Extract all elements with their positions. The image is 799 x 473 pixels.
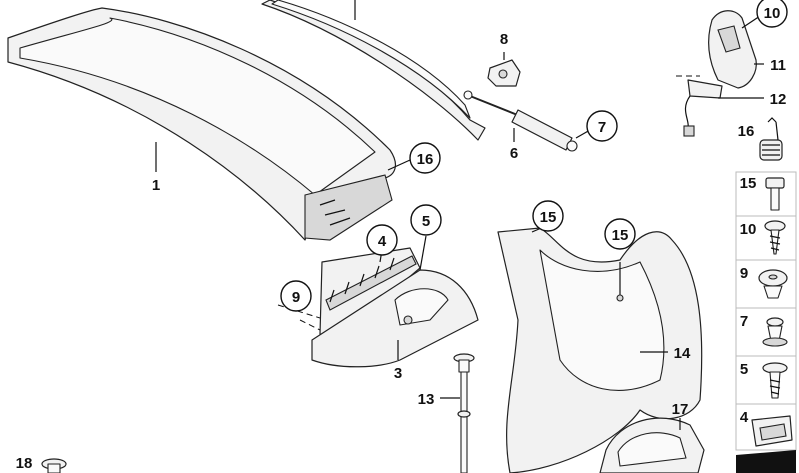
- callout-7-label: 7: [598, 119, 606, 136]
- callout-18: 18: [16, 455, 33, 472]
- callout-3: 3: [394, 365, 402, 382]
- screw-icon: [764, 220, 786, 255]
- cover-panel: [7, 7, 397, 241]
- callout-16-label: 16: [417, 151, 434, 168]
- callout-10-label: 10: [764, 5, 781, 22]
- callout-16: 16: [387, 142, 441, 174]
- latch-bracket: [676, 10, 764, 137]
- callout-6-label: 6: [510, 145, 518, 162]
- gas-strut: [463, 90, 591, 152]
- bolt-washer-icon: [762, 362, 788, 399]
- legend-tile-5: [735, 355, 797, 405]
- washer-nut-icon: [758, 269, 788, 299]
- callout-12: 12: [770, 91, 787, 108]
- callout-7: 7: [586, 110, 618, 142]
- side-panel: [497, 225, 703, 473]
- legend-label-9: 9: [740, 265, 748, 282]
- callout-12-label: 12: [770, 91, 787, 108]
- callout-17-label: 17: [672, 401, 689, 418]
- callout-8-label: 8: [500, 31, 508, 48]
- callout-5-label: 5: [422, 213, 430, 230]
- callout-14: 14: [674, 345, 691, 362]
- callout-18-label: 18: [16, 455, 33, 472]
- legend-label-10: 10: [740, 221, 757, 238]
- tray-panel: [311, 235, 479, 368]
- callout-14-label: 14: [674, 345, 691, 362]
- trim-strip: [277, 247, 421, 341]
- callout-10: 10: [756, 0, 788, 28]
- callout-4: 4: [366, 224, 398, 256]
- rail-strip: [261, 0, 486, 141]
- callout-1-label: 1: [152, 177, 160, 194]
- callout-9-label: 9: [292, 289, 300, 306]
- expansion-rivet-icon: [762, 317, 788, 347]
- callout-4-label: 4: [378, 233, 387, 250]
- fastener-legend: [735, 117, 797, 473]
- callout-5: 5: [410, 204, 442, 236]
- callout-3-label: 3: [394, 365, 402, 382]
- callout-15b: 15: [604, 218, 636, 250]
- callout-15a-label: 15: [540, 209, 557, 226]
- legend-label-16: 16: [738, 123, 755, 140]
- callout-8: 8: [500, 31, 508, 48]
- long-bolt: [440, 353, 475, 473]
- screw-bottom-left: [41, 458, 67, 473]
- clip-icon: [751, 415, 793, 447]
- legend-tile-7: [735, 307, 797, 357]
- callout-15b-label: 15: [612, 227, 629, 244]
- spring-icon: [759, 117, 783, 161]
- hex-bolt-icon: [765, 177, 785, 211]
- callout-6: 6: [510, 145, 518, 162]
- callout-1: 1: [152, 142, 160, 194]
- callout-15a: 15: [532, 200, 564, 232]
- callout-13: 13: [418, 391, 435, 408]
- legend-dark-tile: [736, 450, 796, 473]
- callout-9: 9: [280, 280, 312, 312]
- legend-label-15: 15: [740, 175, 757, 192]
- legend-label-4: 4: [740, 409, 749, 426]
- callout-13-label: 13: [418, 391, 435, 408]
- callout-11-label: 11: [770, 57, 786, 74]
- legend-label-7: 7: [740, 313, 748, 330]
- callout-17: 17: [672, 401, 689, 418]
- small-bracket: [599, 417, 705, 473]
- legend-label-5: 5: [740, 361, 748, 378]
- callout-11: 11: [770, 57, 786, 74]
- gas-strut-cap: [487, 52, 521, 87]
